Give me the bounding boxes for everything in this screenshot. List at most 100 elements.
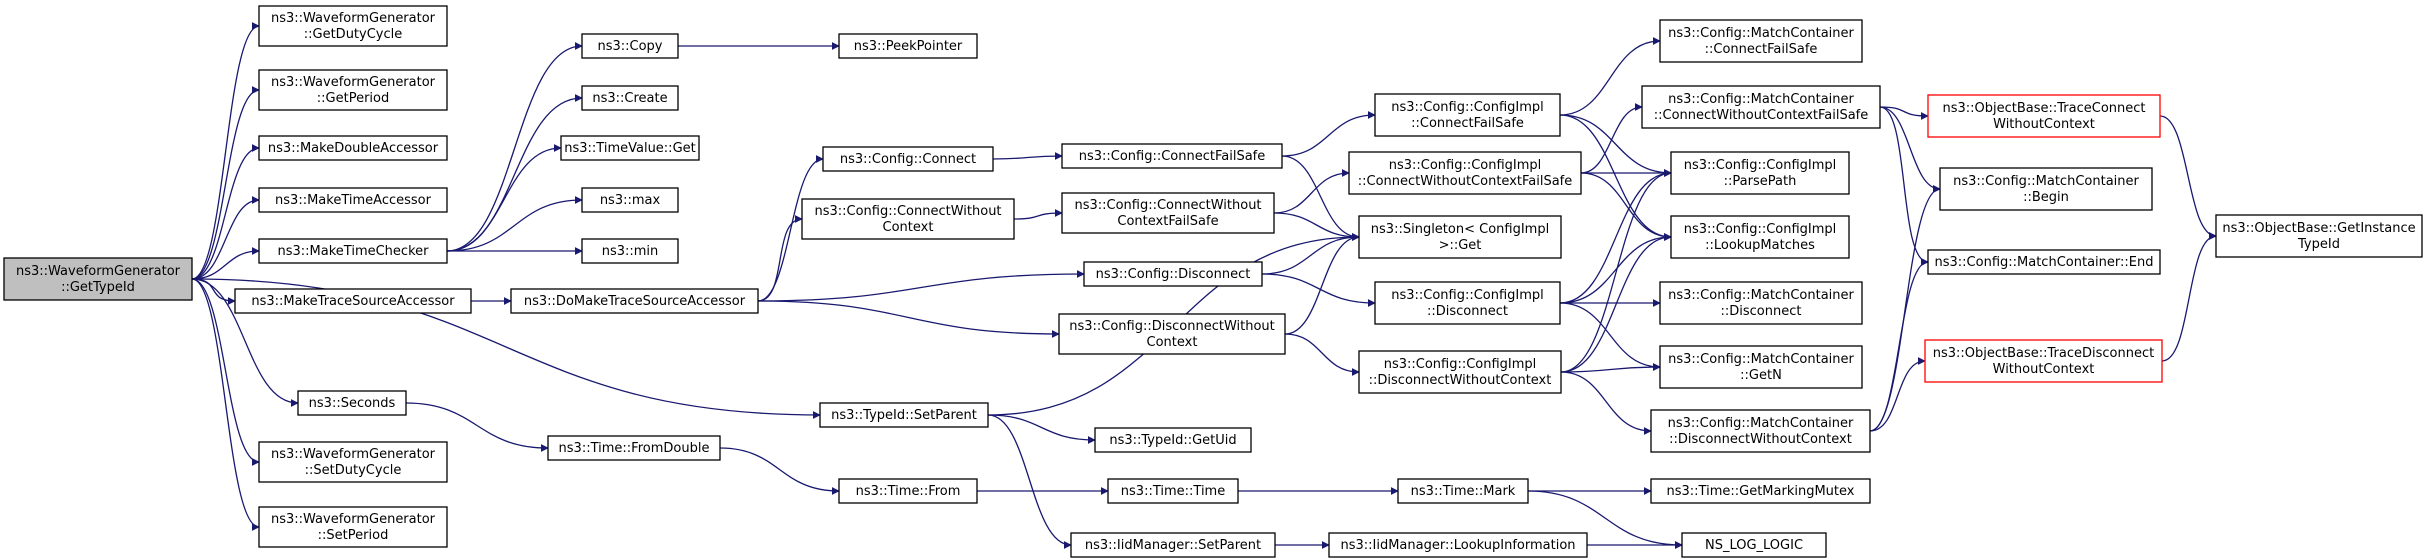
- node-make-time-checker[interactable]: ns3::MakeTimeChecker: [258, 238, 448, 264]
- edge-do-make-trace-source-accessor-to-config-connect: [757, 155, 824, 302]
- edge-impl-connect-fail-safe-to-mcconnect-fail-safe: [1559, 37, 1661, 116]
- node-label: ns3::TypeId::SetParent: [831, 408, 977, 423]
- node-box: [1070, 532, 1276, 558]
- node-copy[interactable]: ns3::Copy: [581, 33, 679, 59]
- node-min[interactable]: ns3::min: [581, 238, 679, 264]
- node-mcget-n[interactable]: ns3::Config::MatchContainer::GetN: [1659, 345, 1863, 389]
- node-make-double-accessor[interactable]: ns3::MakeDoubleAccessor: [258, 135, 448, 161]
- node-box: [581, 33, 679, 59]
- node-box: [838, 33, 978, 59]
- edge-config-connect-to-config-connect-fail-safe: [992, 152, 1063, 161]
- node-box: [1374, 281, 1561, 325]
- edge-impl-disconnect-without-context-to-mcget-n: [1560, 363, 1661, 373]
- node-time-mark[interactable]: ns3::Time::Mark: [1397, 478, 1529, 504]
- edge-get-type-id-to-seconds: [191, 278, 299, 407]
- node-label: ::LookupMatches: [1705, 238, 1815, 253]
- node-max[interactable]: ns3::max: [581, 187, 679, 213]
- node-label: ns3::Config::ConfigImpl: [1391, 100, 1544, 115]
- node-iid-lookup-information[interactable]: ns3::IidManager::LookupInformation: [1328, 532, 1588, 558]
- node-impl-disconnect[interactable]: ns3::Config::ConfigImpl::Disconnect: [1374, 281, 1561, 325]
- node-time-time[interactable]: ns3::Time::Time: [1107, 478, 1239, 504]
- edge-get-type-id-to-make-double-accessor: [191, 144, 260, 280]
- edge-mcconnect-without-context-fail-safe-to-trace-connect-without-context: [1879, 106, 1929, 120]
- edge-impl-disconnect-to-impl-lookup-matches: [1559, 233, 1672, 304]
- node-box: [1641, 85, 1881, 129]
- edge-get-type-id-to-get-period: [191, 86, 260, 280]
- node-box: [1659, 19, 1863, 63]
- node-impl-connect-without-context-fail-safe[interactable]: ns3::Config::ConfigImpl::ConnectWithoutC…: [1348, 151, 1582, 195]
- node-seconds[interactable]: ns3::Seconds: [297, 390, 407, 416]
- node-mcbegin[interactable]: ns3::Config::MatchContainer::Begin: [1939, 167, 2153, 211]
- node-label: ns3::MakeTimeChecker: [278, 244, 430, 259]
- node-set-duty-cycle[interactable]: ns3::WaveformGenerator::SetDutyCycle: [258, 441, 448, 483]
- node-trace-connect-without-context[interactable]: ns3::ObjectBase::TraceConnectWithoutCont…: [1927, 94, 2161, 138]
- edge-make-time-checker-to-max: [446, 196, 583, 252]
- node-config-connect-without-context-fail-safe[interactable]: ns3::Config::ConnectWithoutContextFailSa…: [1061, 192, 1275, 234]
- node-get-period[interactable]: ns3::WaveformGenerator::GetPeriod: [258, 69, 448, 111]
- node-config-disconnect-without-context[interactable]: ns3::Config::DisconnectWithoutContext: [1058, 313, 1286, 355]
- edge-trace-disconnect-without-context-to-get-instance-type-id: [2161, 232, 2217, 362]
- node-ns-log-logic[interactable]: NS_LOG_LOGIC: [1681, 532, 1827, 558]
- node-label: ns3::WaveformGenerator: [271, 11, 436, 26]
- node-time-from[interactable]: ns3::Time::From: [838, 478, 978, 504]
- node-box: [1927, 94, 2161, 138]
- node-config-disconnect[interactable]: ns3::Config::Disconnect: [1083, 261, 1263, 287]
- node-set-period[interactable]: ns3::WaveformGenerator::SetPeriod: [258, 506, 448, 548]
- node-label: ns3::Config::ConnectFailSafe: [1079, 149, 1266, 164]
- node-label: ns3::min: [602, 244, 659, 259]
- node-get-type-id[interactable]: ns3::WaveformGenerator::GetTypeId: [3, 257, 193, 301]
- node-label: ns3::Config::ConfigImpl: [1684, 222, 1837, 237]
- node-make-time-accessor[interactable]: ns3::MakeTimeAccessor: [258, 187, 448, 213]
- node-label: ns3::Config::MatchContainer: [1668, 352, 1854, 367]
- node-impl-lookup-matches[interactable]: ns3::Config::ConfigImpl::LookupMatches: [1670, 215, 1850, 259]
- node-time-from-double[interactable]: ns3::Time::FromDouble: [547, 435, 721, 461]
- node-config-connect-without-context[interactable]: ns3::Config::ConnectWithoutContext: [801, 198, 1015, 240]
- node-type-id-get-uid[interactable]: ns3::TypeId::GetUid: [1094, 427, 1252, 453]
- node-mcdisconnect-without-context[interactable]: ns3::Config::MatchContainer::DisconnectW…: [1650, 409, 1871, 453]
- node-label: ns3::DoMakeTraceSourceAccessor: [524, 294, 746, 309]
- node-mcdisconnect[interactable]: ns3::Config::MatchContainer::Disconnect: [1659, 281, 1863, 325]
- node-impl-disconnect-without-context[interactable]: ns3::Config::ConfigImpl::DisconnectWitho…: [1358, 350, 1562, 394]
- edge-config-connect-without-context-to-config-connect-without-context-fail-safe: [1013, 209, 1063, 220]
- node-box: [1650, 409, 1871, 453]
- node-get-marking-mutex[interactable]: ns3::Time::GetMarkingMutex: [1650, 478, 1871, 504]
- node-get-duty-cycle[interactable]: ns3::WaveformGenerator::GetDutyCycle: [258, 5, 448, 47]
- node-create[interactable]: ns3::Create: [581, 85, 679, 111]
- node-label: ns3::Config::MatchContainer::End: [1935, 255, 2154, 270]
- node-box: [822, 146, 994, 172]
- node-box: [1927, 249, 2161, 275]
- node-box: [258, 135, 448, 161]
- node-box: [258, 5, 448, 47]
- node-do-make-trace-source-accessor[interactable]: ns3::DoMakeTraceSourceAccessor: [510, 288, 759, 314]
- node-type-id-set-parent[interactable]: ns3::TypeId::SetParent: [819, 402, 989, 428]
- node-label: Context: [1147, 335, 1198, 350]
- node-label: ns3::MakeTraceSourceAccessor: [251, 294, 455, 309]
- node-impl-parse-path[interactable]: ns3::Config::ConfigImpl::ParsePath: [1670, 151, 1850, 195]
- node-mcend[interactable]: ns3::Config::MatchContainer::End: [1927, 249, 2161, 275]
- edge-impl-disconnect-to-impl-parse-path: [1559, 169, 1672, 304]
- node-config-connect[interactable]: ns3::Config::Connect: [822, 146, 994, 172]
- node-singleton-get[interactable]: ns3::Singleton< ConfigImpl >::Get: [1358, 215, 1562, 259]
- node-label: ::GetPeriod: [317, 91, 389, 106]
- node-peek-pointer[interactable]: ns3::PeekPointer: [838, 33, 978, 59]
- node-label: ns3::IidManager::LookupInformation: [1340, 538, 1575, 553]
- node-time-value-get[interactable]: ns3::TimeValue::Get: [560, 135, 700, 161]
- edge-trace-connect-without-context-to-get-instance-type-id: [2159, 115, 2217, 240]
- node-impl-connect-fail-safe[interactable]: ns3::Config::ConfigImpl::ConnectFailSafe: [1374, 93, 1561, 137]
- edge-config-connect-without-context-fail-safe-to-singleton-get: [1273, 212, 1360, 241]
- node-config-connect-fail-safe[interactable]: ns3::Config::ConnectFailSafe: [1061, 143, 1283, 169]
- node-label: ns3::MakeDoubleAccessor: [268, 141, 439, 156]
- node-mcconnect-without-context-fail-safe[interactable]: ns3::Config::MatchContainer::ConnectWith…: [1641, 85, 1881, 129]
- node-box: [1061, 192, 1275, 234]
- node-label: ns3::Config::MatchContainer: [1953, 174, 2139, 189]
- node-box: [581, 238, 679, 264]
- node-iid-set-parent[interactable]: ns3::IidManager::SetParent: [1070, 532, 1276, 558]
- edge-time-mark-to-ns-log-logic: [1527, 490, 1683, 549]
- node-mcconnect-fail-safe[interactable]: ns3::Config::MatchContainer::ConnectFail…: [1659, 19, 1863, 63]
- node-trace-disconnect-without-context[interactable]: ns3::ObjectBase::TraceDisconnectWithoutC…: [1924, 339, 2163, 383]
- node-make-trace-source-accessor[interactable]: ns3::MakeTraceSourceAccessor: [234, 288, 472, 314]
- edge-impl-connect-fail-safe-to-impl-lookup-matches: [1559, 114, 1672, 241]
- node-label: ::ConnectWithoutContextFailSafe: [1358, 174, 1573, 189]
- node-label: ns3::WaveformGenerator: [271, 512, 436, 527]
